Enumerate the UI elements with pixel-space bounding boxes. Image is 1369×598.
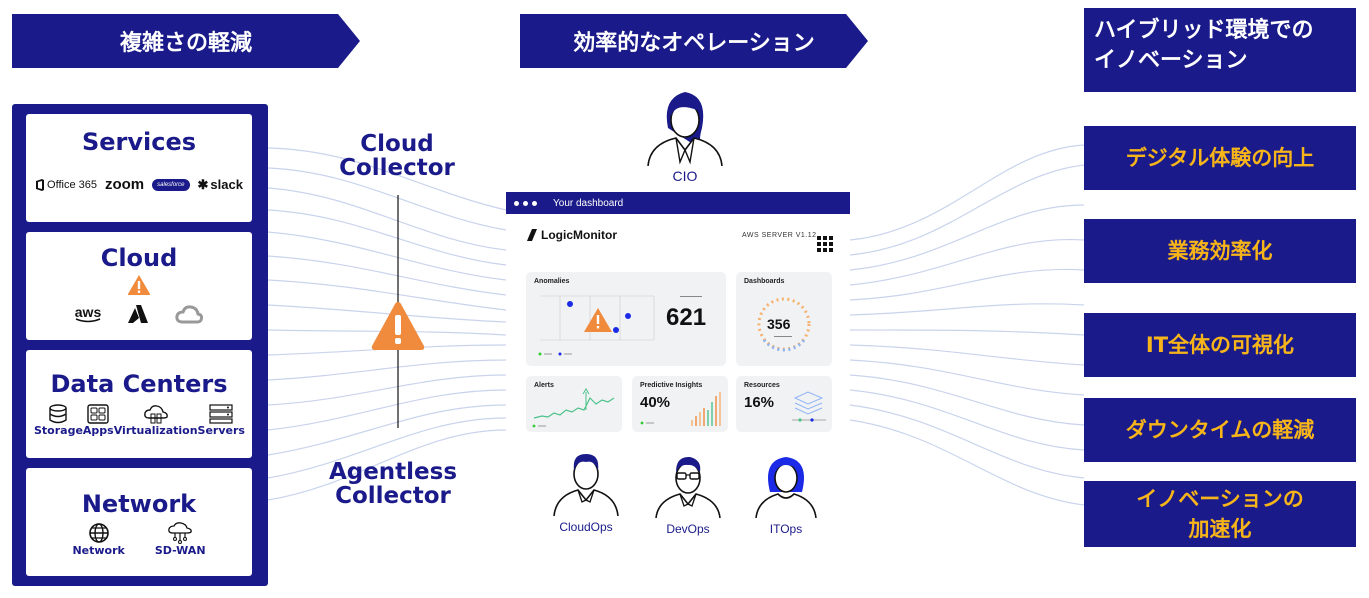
header-efficient-operations: 効率的なオペレーション [520,14,868,68]
storage-label: Storage [34,424,83,437]
data-sources-panel: Services Office 365 zoom salesforce ✱ sl… [12,104,268,586]
data-centers-title: Data Centers [50,370,228,398]
resources-label: Resources [744,382,780,389]
header-right-line2: イノベーション [1094,48,1248,73]
itops-avatar-icon [755,457,817,519]
alerts-tile[interactable]: Alerts [526,376,622,432]
window-dot-icon [514,200,519,206]
dashboards-tile[interactable]: Dashboards 356 [736,272,832,366]
anomalies-label: Anomalies [534,278,570,285]
devops-avatar-icon [655,456,721,519]
collector-warning-icon [371,302,425,350]
alerts-sparkline [532,388,615,428]
resources-tile[interactable]: Resources 16% [736,376,832,432]
benefit-it-visibility: IT全体の可視化 [1084,313,1356,377]
apps-icon [87,404,110,424]
apps-label: Apps [82,424,114,437]
header-right-line1: ハイブリッド環境での [1094,18,1314,43]
benefit-downtime-reduction: ダウンタイムの軽減 [1084,398,1356,462]
benefit-operational-efficiency: 業務効率化 [1084,219,1356,283]
sd-wan-icon [168,522,192,544]
data-centers-card: Data Centers Storage Apps Virtualization… [26,350,252,458]
agentless-collector-label: Agentless Collector [328,459,458,509]
storage-icon [49,404,68,424]
cloud-title: Cloud [100,244,178,272]
network-title: Network [81,490,197,518]
anomalies-scatter [538,295,655,356]
devops-persona: DevOps [650,452,726,536]
anomalies-value: 621 [666,304,707,331]
azure-icon [128,305,149,323]
globe-icon [88,523,109,543]
cio-persona: CIO [640,86,730,184]
virtualization-label: Virtualization [113,424,198,437]
salesforce-logo: salesforce [152,178,190,191]
cloud-card: Cloud aws [26,232,252,340]
cloudops-label: CloudOps [559,520,613,534]
header-left-text: 複雑さの軽減 [119,31,252,56]
dashboards-label: Dashboards [744,278,785,285]
cio-avatar-icon [647,92,723,167]
aws-logo: aws [75,305,101,323]
anomalies-divider [680,296,702,297]
network-label: Network [72,544,125,557]
services-card: Services Office 365 zoom salesforce ✱ sl… [26,114,252,222]
window-dot-icon [523,200,528,206]
layers-icon [792,391,826,422]
google-cloud-icon [175,305,204,324]
dashboard-titlebar: Your dashboard [506,192,850,214]
cloudops-persona: CloudOps [548,450,624,534]
cloud-collector-label: Cloud Collector [339,131,455,181]
brand-logo: LogicMonitor [526,228,617,242]
zoom-logo: zoom [104,176,145,193]
server-tag: AWS SERVER V1.12 [742,232,817,239]
dashboard-window-title: Your dashboard [553,197,624,209]
predictive-legend [640,421,654,425]
slack-icon: ✱ [197,176,209,192]
dashboards-divider [774,336,792,337]
office-icon [36,178,45,191]
servers-icon [209,404,233,424]
logicmonitor-icon [527,229,537,241]
predictive-insights-tile[interactable]: Predictive Insights 40% [632,376,728,432]
header-reduce-complexity: 複雑さの軽減 [12,14,360,68]
servers-label: Servers [197,424,245,437]
aws-smile-icon [75,317,101,322]
header-hybrid-innovation: ハイブリッド環境での イノベーション [1084,8,1356,92]
office365-logo: Office 365 [35,178,97,191]
itops-persona: ITOps [748,452,824,536]
cio-label: CIO [672,168,698,184]
slack-logo: ✱ slack [197,176,243,193]
cloudops-avatar-icon [553,454,619,517]
window-dot-icon [532,200,537,206]
itops-label: ITOps [769,522,803,536]
predictive-insights-value: 40% [640,394,671,411]
network-card: Network Network SD-WAN [26,468,252,576]
services-title: Services [81,128,197,156]
warning-icon [127,275,151,295]
header-center-text: 効率的なオペレーション [573,31,815,56]
predictive-insights-label: Predictive Insights [640,382,703,389]
dashboards-ring [757,297,811,352]
app-grid-icon[interactable] [817,236,833,252]
resources-value: 16% [744,394,775,411]
anomalies-tile[interactable]: Anomalies 621 [526,272,726,366]
predictive-bars [691,392,721,426]
benefit-digital-experience: デジタル体験の向上 [1084,126,1356,190]
devops-label: DevOps [666,522,710,536]
virtualization-icon [143,405,168,424]
dashboard-window: Your dashboard LogicMonitor AWS SERVER V… [506,192,850,442]
dashboards-value: 356 [767,316,791,332]
sd-wan-label: SD-WAN [154,544,206,557]
benefit-innovation-acceleration: イノベーションの 加速化 [1084,481,1356,547]
alerts-label: Alerts [534,382,554,389]
